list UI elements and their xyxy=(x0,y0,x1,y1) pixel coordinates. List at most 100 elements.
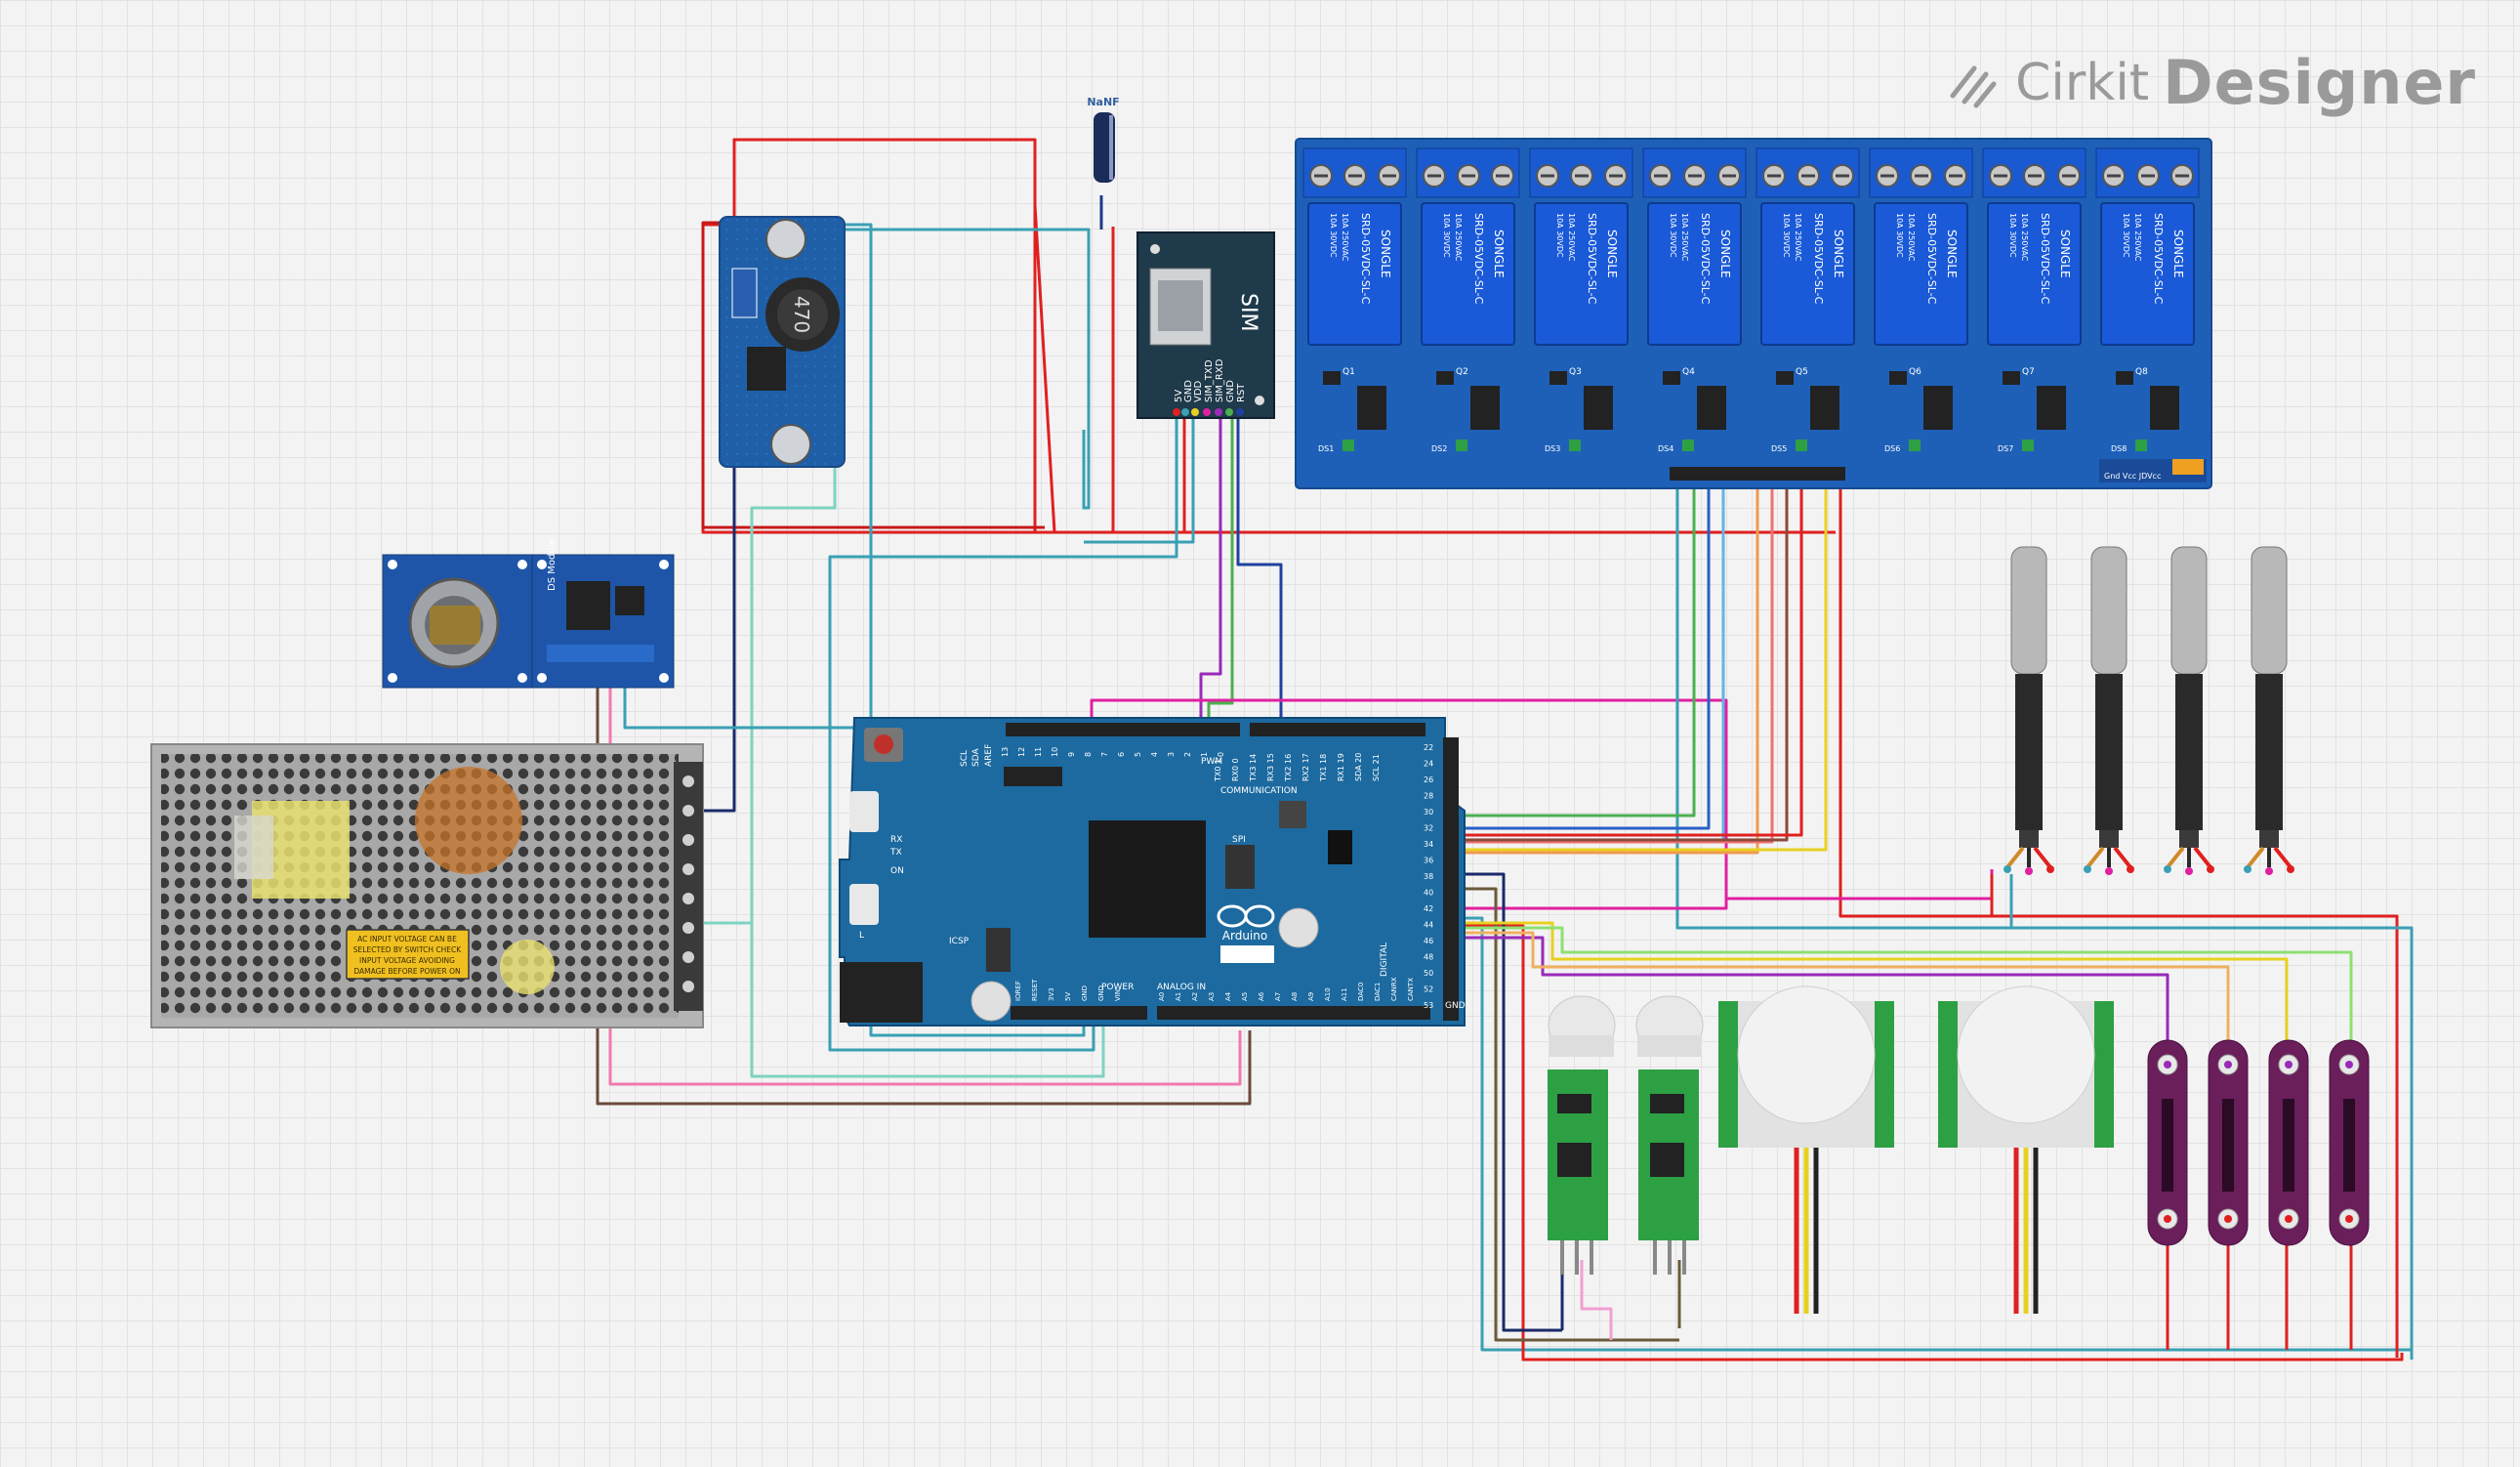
wire-relay-red2[interactable] xyxy=(1838,477,2011,918)
wire-relay-brown[interactable] xyxy=(1465,477,1789,842)
wire-relay-blue[interactable] xyxy=(1465,477,1711,830)
relay-model-text: SRD-05VDC-SL-C xyxy=(1699,213,1712,305)
wire-sim-teal[interactable] xyxy=(1084,415,1195,544)
wire-relay-teal[interactable] xyxy=(1675,477,2011,930)
relay-model-text: SRD-05VDC-SL-C xyxy=(1472,213,1485,305)
wire-teal-3[interactable] xyxy=(828,415,1178,1052)
wires-layer xyxy=(596,138,2414,1362)
wire-navy[interactable] xyxy=(703,459,736,813)
pin-label-analog: A7 xyxy=(1274,992,1282,1001)
pin-label-d8: 8 xyxy=(1084,752,1093,757)
pin-label-34: 34 xyxy=(1424,840,1433,849)
relay-q-label: Q4 xyxy=(1682,367,1695,377)
temperature-probe-4[interactable] xyxy=(2244,546,2294,875)
wire-relay-green[interactable] xyxy=(1465,477,1696,817)
wire-pir-1[interactable] xyxy=(1580,1260,1613,1340)
wire-red-buck-top[interactable] xyxy=(732,138,1037,532)
relay-input-header[interactable] xyxy=(1670,467,1845,481)
wire-lightgreen[interactable] xyxy=(1440,926,2353,1055)
label-icsp: ICSP xyxy=(949,937,970,946)
relay-model-text: SRD-05VDC-SL-C xyxy=(1586,213,1598,305)
pin-label-46: 46 xyxy=(1424,937,1433,945)
label-communication: COMMUNICATION xyxy=(1220,786,1298,796)
pin-label-d13: 13 xyxy=(1001,747,1010,757)
ds-module[interactable]: DS Module xyxy=(531,538,675,689)
cirkit-logo-icon xyxy=(1950,65,1997,107)
wire-darkred-buck[interactable] xyxy=(701,221,1045,529)
label-on: ON xyxy=(890,866,904,876)
wire-yellow-s[interactable] xyxy=(1440,921,2289,1055)
relay-rating-text-2: 10A 30VDC xyxy=(1555,213,1564,258)
relay-module[interactable]: SONGLE SRD-05VDC-SL-C 10A 250VAC 10A 30VDC Q… xyxy=(1295,138,2212,489)
pir-large-2[interactable] xyxy=(1938,985,2114,1314)
wire-teal-2[interactable] xyxy=(835,228,1091,510)
flex-sensor-3[interactable] xyxy=(2268,1039,2309,1246)
label-pwm: PWM xyxy=(1201,757,1222,767)
pin-label-analog: A4 xyxy=(1224,991,1232,1001)
wire-relay-salmon[interactable] xyxy=(1465,477,1774,844)
flex-sensor-4[interactable] xyxy=(2329,1039,2370,1246)
power-supply[interactable]: AC INPUT VOLTAGE CAN BE SELECTED BY SWIT… xyxy=(150,743,704,1028)
label-tx: TX xyxy=(889,848,902,858)
sim-title: SIM xyxy=(1236,293,1260,331)
temperature-probe-2[interactable] xyxy=(2084,546,2134,875)
flex-sensor-1[interactable] xyxy=(2147,1039,2188,1246)
temperature-probe-3[interactable] xyxy=(2164,546,2214,875)
pir-mini-2[interactable] xyxy=(1635,995,1704,1275)
wire-rtc-teal[interactable] xyxy=(623,684,871,734)
relay-rating-text-2: 10A 30VDC xyxy=(1329,213,1338,258)
psu-warning-line-1: AC INPUT VOLTAGE CAN BE xyxy=(357,935,457,943)
wire-sim-purple[interactable] xyxy=(1199,415,1222,734)
pin-label-d5: 5 xyxy=(1134,752,1142,757)
sim-module[interactable]: SIM 5V GND VDD SIM_TXD SIM_RXD GND RST xyxy=(1136,231,1275,419)
pin-label-power: GND xyxy=(1081,985,1089,1001)
wire-flex-red[interactable] xyxy=(2166,1216,2353,1350)
pin-label-26: 26 xyxy=(1424,775,1433,784)
wire-relay-orange[interactable] xyxy=(1465,477,1759,855)
wire-olive[interactable] xyxy=(1440,887,1679,1342)
relay-q-label: Q8 xyxy=(2135,367,2148,377)
pin-label-d0: 0 xyxy=(1217,752,1225,757)
relay-brand-text: SONGLE xyxy=(2058,230,2072,278)
label-sda: SDA xyxy=(971,748,981,767)
temperature-probe-1[interactable] xyxy=(2004,546,2054,875)
pin-label-power: VIN xyxy=(1114,989,1122,1001)
wire-navy-bottom[interactable] xyxy=(1440,872,1562,1332)
pin-label-power: IOREF xyxy=(1014,981,1022,1001)
wire-relay-yellow[interactable] xyxy=(1465,477,1828,852)
relay-power-jumper-label: Gnd Vcc JDVcc xyxy=(2104,472,2161,481)
wire-probe-red[interactable] xyxy=(1990,874,2399,1358)
relay-rating-text: 10A 250VAC xyxy=(1794,213,1802,262)
pin-label-comm: SDA 20 xyxy=(1354,753,1363,781)
flex-sensor-2[interactable] xyxy=(2208,1039,2249,1246)
wire-probe-teal[interactable] xyxy=(2009,874,2414,1360)
wire-lightorange[interactable] xyxy=(1440,931,2230,1055)
pin-label-analog: A0 xyxy=(1158,992,1166,1001)
wire-magenta-long[interactable] xyxy=(1425,869,1994,910)
ds-module-title: DS Module xyxy=(547,538,558,591)
pir-mini-1[interactable] xyxy=(1548,995,1616,1275)
pin-label-analog: A3 xyxy=(1208,992,1216,1001)
arduino-board[interactable]: Arduino PWM COMMUNICATION POWER ANALOG I… xyxy=(839,717,1466,1027)
capacitor[interactable]: NaNF xyxy=(1087,96,1120,183)
pin-label-53: 53 xyxy=(1424,1001,1433,1010)
pin-label-42: 42 xyxy=(1424,904,1433,913)
wire-sim-blue[interactable] xyxy=(1236,415,1283,734)
wire-teal-1[interactable] xyxy=(835,223,1086,1037)
wire-relay-red[interactable] xyxy=(1465,477,1803,837)
pin-label-comm: TX1 18 xyxy=(1319,754,1328,782)
buck-converter[interactable]: 470 xyxy=(719,216,846,468)
wire-violet[interactable] xyxy=(1440,936,2169,1055)
pir-large-1[interactable] xyxy=(1718,985,1894,1314)
rtc-coin-module[interactable] xyxy=(382,554,533,689)
relay-led-label: DS2 xyxy=(1431,444,1447,453)
